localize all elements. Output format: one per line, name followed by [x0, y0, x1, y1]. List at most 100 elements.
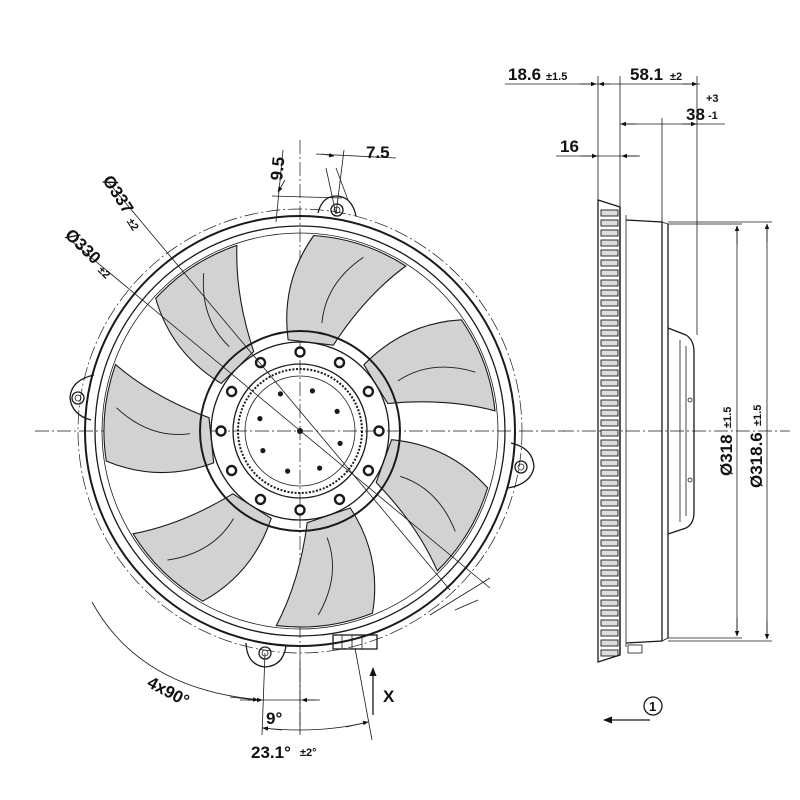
frame-fin — [600, 349, 619, 357]
ext-line-d330 — [429, 577, 491, 616]
impeller-blade — [363, 319, 496, 412]
frame-fin — [600, 509, 619, 517]
frame-fin — [600, 459, 619, 467]
frame-fin — [600, 559, 619, 567]
label-58-1: 58.1 — [630, 65, 663, 84]
mounting-lug-left — [69, 374, 95, 421]
impeller-blade — [375, 439, 489, 572]
label-d318-group: Ø318 ±1.5 — [717, 407, 736, 476]
hub-bolt-hole — [215, 425, 227, 437]
frame-fin — [600, 629, 619, 637]
frame-fin — [600, 479, 619, 487]
label-7-5: 7.5 — [366, 143, 390, 162]
impeller-blade — [286, 234, 407, 346]
frame-fin — [600, 579, 619, 587]
hub-bolt-hole — [225, 464, 238, 477]
outer-frame-ring — [84, 215, 516, 647]
frame-fin — [600, 209, 619, 217]
frame-fin — [600, 449, 619, 457]
ext-line-7-5-b — [335, 149, 345, 215]
hub-bolt-hole — [254, 493, 267, 506]
frame-fin — [600, 409, 619, 417]
frame-fin — [600, 219, 619, 227]
hub-inner-rim — [210, 341, 390, 521]
label-18-6: 18.6 — [508, 65, 541, 84]
arc-4x90 — [91, 601, 263, 701]
frame-fin — [600, 589, 619, 597]
label-d318-6-tol: ±1.5 — [752, 405, 764, 426]
label-16: 16 — [560, 137, 579, 156]
frame-fin — [600, 309, 619, 317]
ext-line-d337 — [454, 599, 479, 611]
frame-fin — [600, 609, 619, 617]
dim-arrow-9-5 — [277, 179, 286, 193]
frame-fin — [600, 279, 619, 287]
frame-fin — [600, 269, 619, 277]
mounting-lug-right — [507, 442, 535, 489]
rotor-center-holes — [257, 388, 343, 474]
frame-fin — [600, 389, 619, 397]
dim-arrow-7-5 — [321, 152, 335, 158]
rotor-dot — [317, 465, 323, 471]
dim-line-9-5 — [275, 149, 284, 223]
frame-fin — [600, 499, 619, 507]
ext-line-7-5-c — [335, 167, 349, 201]
bolt-circle — [77, 208, 523, 654]
frame-fin — [600, 439, 619, 447]
frame-fin — [600, 569, 619, 577]
label-d330-tol: ±2 — [95, 264, 112, 281]
frame-fin — [600, 329, 619, 337]
frame-fin — [600, 519, 619, 527]
ext-line-lug-bottom — [261, 652, 266, 736]
arc-4x90-arrow — [229, 696, 259, 702]
blade-edge-line — [397, 366, 476, 382]
impeller-blade — [103, 363, 215, 474]
ext-line-9-5 — [271, 195, 343, 199]
flow-marker-label: 1 — [649, 699, 656, 714]
impeller-blade — [132, 493, 272, 602]
frame-fin — [600, 229, 619, 237]
dim-23-1-arrow-b — [262, 726, 283, 731]
label-d318-tol: ±1.5 — [722, 407, 734, 428]
housing-back-plate-3 — [661, 637, 669, 642]
ext-line-7-5-a — [325, 167, 337, 215]
motor-feature-2 — [687, 477, 693, 483]
side-connector — [627, 644, 643, 654]
frame-fin — [600, 249, 619, 257]
mounting-lug-bottom — [245, 642, 287, 668]
rotor-dot — [277, 391, 283, 397]
blade-edge-line — [167, 518, 234, 561]
frame-fin — [600, 369, 619, 377]
rotor-dot — [257, 416, 263, 422]
label-d330-group: Ø330 ±2 — [61, 225, 112, 281]
hub-bolt-hole — [362, 385, 375, 398]
hub-bolt-hole — [333, 493, 346, 506]
rotor-dot — [309, 388, 315, 394]
frame-fin — [600, 289, 619, 297]
frame-fin — [600, 419, 619, 427]
hub-bolt-hole — [373, 425, 385, 437]
label-d337: Ø337 — [99, 172, 138, 217]
frame-fin — [600, 619, 619, 627]
frame-fin — [600, 429, 619, 437]
rotor-dot — [334, 408, 340, 414]
blade-edge-line — [317, 537, 333, 616]
label-4x90: 4x90° — [144, 673, 192, 711]
housing-body — [625, 219, 663, 644]
side-view: 18.6 ±1.5 58.1 ±2 38 +3 -1 16 Ø318 ±1.5 … — [505, 65, 790, 724]
frame-ring-inner — [94, 225, 506, 637]
rotor-dot — [285, 468, 291, 474]
frame-fin — [600, 299, 619, 307]
dim-line-d337 — [107, 181, 451, 591]
blade-edge-line — [400, 475, 456, 532]
motor-feature — [687, 397, 693, 403]
hub-outer-rim — [199, 330, 401, 532]
flow-marker-circle — [643, 696, 663, 716]
front-view: 9.5 7.5 Ø337 ±2 Ø330 ±2 4x90° 9° 23.1° ±… — [35, 140, 565, 762]
frame-fin — [600, 319, 619, 327]
label-23-1: 23.1° — [251, 743, 291, 762]
frame-fin — [600, 259, 619, 267]
frame-fin — [600, 399, 619, 407]
impeller-blade — [155, 244, 255, 385]
